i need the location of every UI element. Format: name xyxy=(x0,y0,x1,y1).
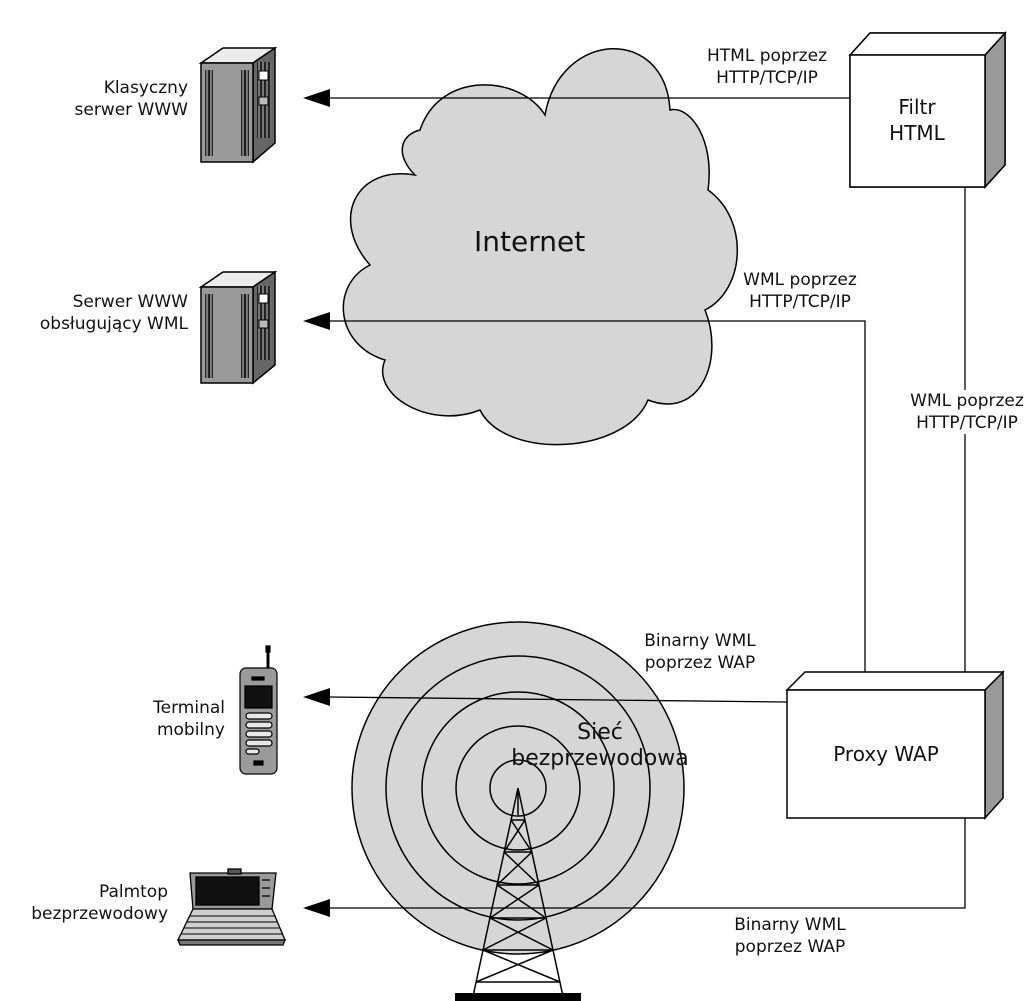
proxy-label: Proxy WAP xyxy=(833,742,939,766)
wml-link-line xyxy=(330,320,866,672)
filter-label: Filtr HTML xyxy=(889,95,945,145)
filter-proxy-link-label: WML poprzez HTTP/TCP/IP xyxy=(882,390,1035,434)
proxy-wap-box xyxy=(785,670,1005,820)
wml-link-label: WML poprzez HTTP/TCP/IP xyxy=(743,270,857,312)
mobile-phone-icon xyxy=(239,645,278,775)
server-tower-icon xyxy=(198,46,278,164)
connectors xyxy=(329,97,966,909)
palmtop-label: Palmtop bezprzewodowy xyxy=(31,882,168,924)
server-tower-icon xyxy=(198,270,278,385)
wireless-network-label: Sieć bezprzewodowa xyxy=(511,720,689,771)
phone-label: Terminal mobilny xyxy=(153,698,225,740)
arrow-left-icon xyxy=(303,312,330,330)
internet-cloud xyxy=(342,48,739,446)
palmtop-link-label: Binarny WML poprzez WAP xyxy=(734,915,846,957)
filter-html-box xyxy=(848,31,1007,189)
wireless-network-rings xyxy=(351,621,685,955)
arrow-left-icon xyxy=(303,899,330,917)
palmtop-link-line xyxy=(330,818,966,909)
palmtop-icon xyxy=(176,868,286,946)
internet-label: Internet xyxy=(474,225,586,258)
html-link-label: HTML poprzez HTTP/TCP/IP xyxy=(707,46,827,88)
server2-label: Serwer WWW obsługujący WML xyxy=(39,292,188,334)
phone-link-label: Binarny WML poprzez WAP xyxy=(644,631,756,673)
arrow-left-icon xyxy=(303,89,330,107)
arrow-heads xyxy=(303,89,330,917)
phone-link-line xyxy=(329,696,788,703)
server1-label: Klasyczny serwer WWW xyxy=(74,78,189,120)
arrow-left-icon xyxy=(303,688,330,706)
radio-tower-icon xyxy=(455,787,581,1001)
